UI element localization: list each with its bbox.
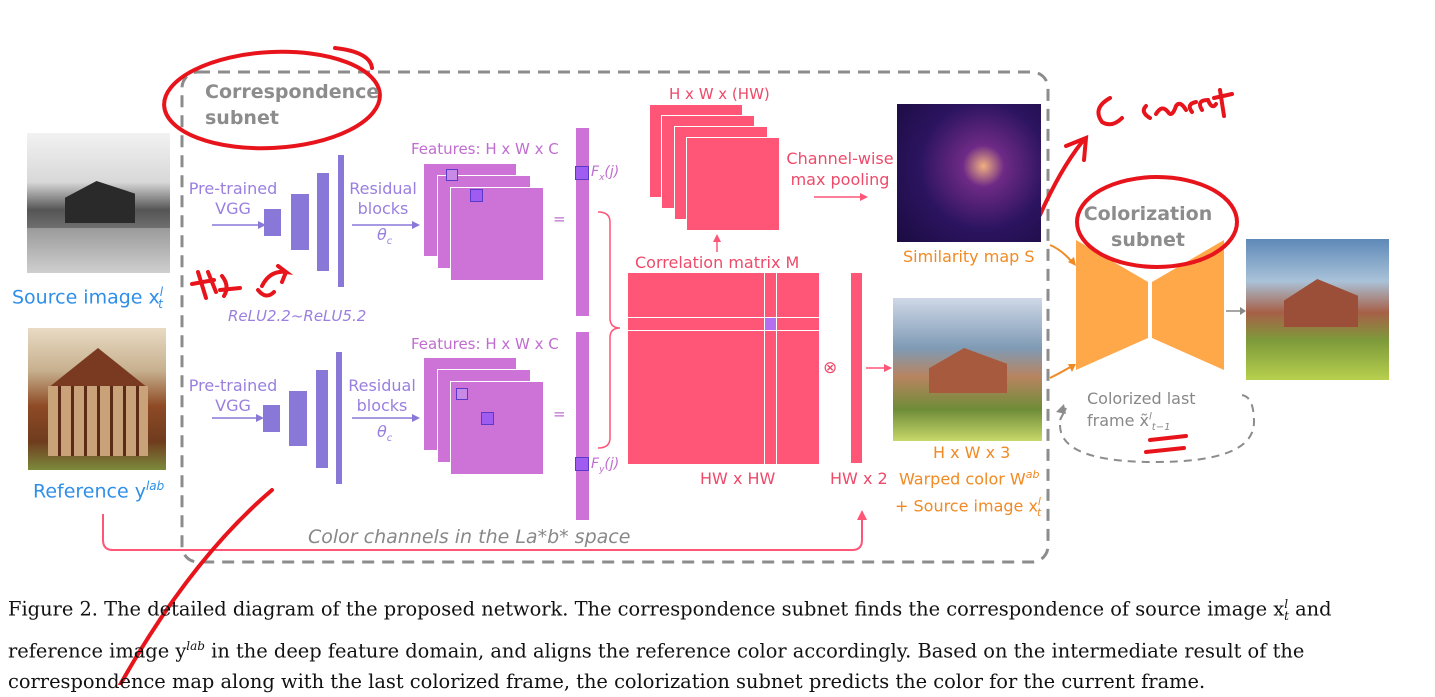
colorize-encoder bbox=[1076, 240, 1148, 370]
feature-brace bbox=[597, 211, 621, 449]
theta-bottom: θc bbox=[377, 422, 393, 445]
underline-marks bbox=[1144, 434, 1188, 454]
reference-label: Reference ylab bbox=[33, 479, 165, 503]
colorization-subnet-label: Colorization subnet bbox=[1083, 203, 1213, 251]
feature-pixel-top-back bbox=[446, 169, 458, 181]
colorize-decoder bbox=[1152, 240, 1224, 370]
caption-line-2: reference image ylab in the deep feature… bbox=[8, 639, 1305, 663]
vgg-layer-2-top bbox=[291, 194, 309, 250]
hwx2-label: HW x 2 bbox=[830, 469, 888, 488]
vgg-layer-2-bottom bbox=[289, 391, 307, 446]
korean-scribble bbox=[190, 270, 242, 300]
similarity-map-photo bbox=[897, 104, 1041, 242]
colorization-circle bbox=[1075, 175, 1239, 269]
fy-marker bbox=[575, 457, 589, 471]
vgg-layer-3-bottom bbox=[316, 370, 328, 468]
vgg-layer-1-bottom bbox=[263, 405, 280, 432]
features-label-bottom: Features: H x W x C bbox=[411, 335, 559, 353]
figure-caption: Figure 2. The detailed diagram of the pr… bbox=[8, 589, 1408, 697]
equals-top: = bbox=[553, 210, 566, 228]
source-image-photo bbox=[27, 133, 170, 273]
feature-pixel-bottom bbox=[481, 412, 494, 425]
handwritten-annotations bbox=[118, 46, 1239, 685]
feature-pixel-bottom-back bbox=[456, 388, 468, 400]
relu-range-label: ReLU2.2~ReLU5.2 bbox=[228, 307, 367, 325]
multiply-symbol: ⊗ bbox=[823, 358, 838, 378]
fx-label: Fx(j) bbox=[591, 164, 620, 183]
features-label-top: Features: H x W x C bbox=[411, 140, 559, 158]
warp-to-colorize-arrow bbox=[1049, 365, 1073, 379]
correlation-matrix-label: Correlation matrix M bbox=[635, 253, 800, 272]
concat-arrow-line bbox=[1038, 140, 1084, 217]
correlation-matrix bbox=[628, 273, 819, 464]
output-image-photo bbox=[1246, 239, 1389, 380]
residual-blocks-top: Residual blocks bbox=[349, 179, 417, 218]
colorized-last-frame-label: Colorized last frame x̃lt−1 bbox=[1087, 389, 1196, 433]
correspondence-circle bbox=[162, 49, 382, 151]
pretrained-vgg-bottom: Pre-trained VGG bbox=[188, 376, 278, 415]
concat-text bbox=[1141, 88, 1234, 120]
similarity-map-label: Similarity map S bbox=[903, 247, 1035, 266]
long-strike-line bbox=[118, 488, 274, 685]
sim-to-colorize-arrow bbox=[1049, 244, 1073, 263]
caption-line-3: correspondence map along with the last c… bbox=[8, 669, 1206, 693]
fy-label: Fy(j) bbox=[591, 456, 620, 475]
pretrained-vgg-top: Pre-trained VGG bbox=[188, 179, 278, 218]
caption-line-1: Figure 2. The detailed diagram of the pr… bbox=[8, 597, 1332, 624]
feature-vector-bar-bottom bbox=[576, 332, 589, 520]
color-channel-path bbox=[102, 514, 863, 551]
residual-blocks-bottom: Residual blocks bbox=[348, 376, 416, 415]
feature-vector-bar-top bbox=[576, 128, 589, 316]
correspondence-subnet-box bbox=[180, 70, 1050, 564]
channel-wise-pooling-label: Channel-wise max pooling bbox=[786, 149, 894, 189]
recurrent-loop bbox=[1059, 394, 1256, 464]
reference-image-photo bbox=[28, 328, 166, 470]
scribble-arrow bbox=[256, 264, 294, 298]
hwxhw-label: HW x HW bbox=[700, 469, 776, 488]
fx-marker bbox=[575, 166, 589, 180]
plus-source-label: + Source image xlt bbox=[895, 495, 1042, 519]
source-image-label: Source image xlt bbox=[12, 285, 164, 312]
hw-hw-label: H x W x (HW) bbox=[669, 85, 770, 103]
vgg-layer-4-top bbox=[338, 155, 344, 287]
feature-map-top-3 bbox=[450, 187, 544, 281]
concat-c bbox=[1096, 96, 1124, 127]
flow-vector-bar bbox=[851, 273, 862, 463]
corr-sheet-4 bbox=[686, 137, 780, 231]
vgg-layer-3-top bbox=[317, 173, 329, 271]
warped-color-label: Warped color Wab bbox=[899, 468, 1040, 489]
vgg-layer-1-top bbox=[264, 209, 281, 236]
vgg-layer-4-bottom bbox=[336, 352, 342, 484]
warped-color-photo bbox=[893, 298, 1042, 441]
theta-top: θc bbox=[377, 225, 393, 248]
correspondence-subnet-label: Correspondence subnet bbox=[205, 81, 380, 129]
color-channels-label: Color channels in the La*b* space bbox=[308, 526, 631, 548]
hwx3-label: H x W x 3 bbox=[933, 443, 1011, 462]
feature-pixel-top bbox=[470, 189, 483, 202]
equals-bottom: = bbox=[553, 405, 566, 423]
